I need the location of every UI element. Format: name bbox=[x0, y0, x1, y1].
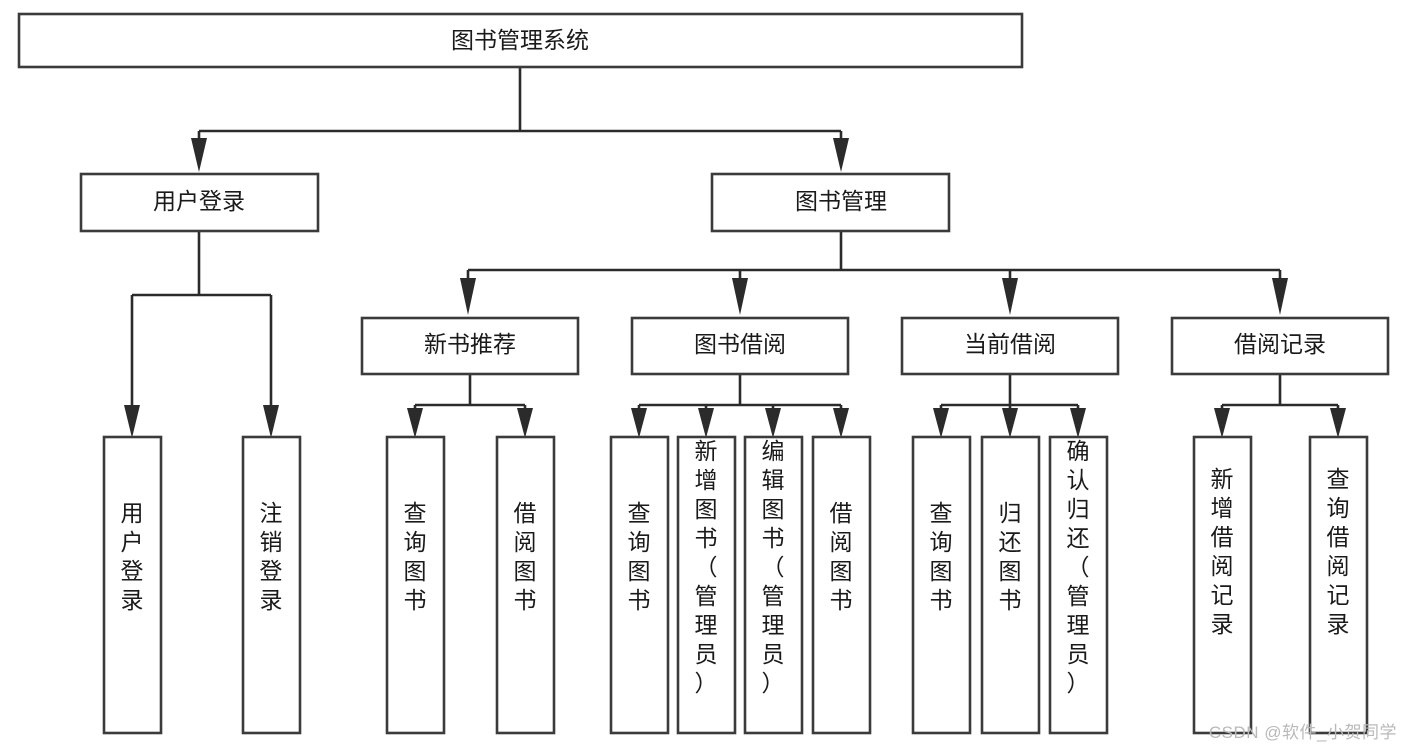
node-book-borrow-label: 图书借阅 bbox=[694, 331, 786, 357]
leaf-node[interactable]: 编辑图书（管理员） bbox=[743, 435, 804, 735]
node-borrow-record-label: 借阅记录 bbox=[1234, 331, 1326, 357]
leaf-node[interactable]: 确认归还（管理员） bbox=[1048, 435, 1109, 735]
node-current-borrow-label: 当前借阅 bbox=[964, 331, 1056, 357]
leaf-box[interactable] bbox=[385, 435, 446, 735]
leaf-box[interactable] bbox=[495, 435, 556, 735]
leaf-label: 查询图书 bbox=[628, 500, 651, 613]
leaf-box[interactable] bbox=[980, 435, 1041, 735]
connector-borrow-to-leaves bbox=[631, 374, 849, 438]
leaf-node[interactable]: 查询图书 bbox=[609, 435, 670, 735]
arrow-icon bbox=[124, 405, 140, 438]
node-user-login-box[interactable] bbox=[79, 172, 320, 233]
leaf-node[interactable]: 注销登录 bbox=[241, 435, 302, 735]
leaf-node[interactable]: 用户登录 bbox=[102, 435, 163, 735]
node-book-management-label: 图书管理 bbox=[795, 188, 887, 214]
arrow-icon bbox=[1002, 408, 1018, 438]
arrow-icon bbox=[933, 408, 949, 438]
arrow-icon bbox=[1002, 278, 1018, 315]
node-book-management[interactable]: 图书管理 bbox=[710, 172, 951, 233]
arrow-icon bbox=[732, 278, 748, 315]
connector-userlogin-to-leaves bbox=[124, 231, 279, 438]
node-user-login[interactable]: 用户登录 bbox=[79, 172, 320, 233]
leaf-label: 查询图书 bbox=[930, 500, 953, 613]
node-root-label: 图书管理系统 bbox=[451, 27, 589, 53]
leaf-box[interactable] bbox=[1048, 435, 1109, 735]
node-user-login-label: 用户登录 bbox=[153, 188, 245, 214]
node-book-borrow-box[interactable] bbox=[630, 316, 850, 376]
leaf-node[interactable]: 新增借阅记录 bbox=[1192, 435, 1253, 735]
leaf-box[interactable] bbox=[676, 435, 737, 735]
node-borrow-record[interactable]: 借阅记录 bbox=[1170, 316, 1390, 376]
connector-current-to-leaves bbox=[933, 374, 1086, 438]
leaf-label: 借阅图书 bbox=[514, 500, 537, 613]
leaf-node[interactable]: 新增图书（管理员） bbox=[676, 435, 737, 735]
leaf-node[interactable]: 查询借阅记录 bbox=[1308, 435, 1369, 735]
node-current-borrow-box[interactable] bbox=[900, 316, 1120, 376]
leaf-label: 新增图书（管理员） bbox=[695, 438, 718, 696]
node-book-management-box[interactable] bbox=[710, 172, 951, 233]
node-current-borrow[interactable]: 当前借阅 bbox=[900, 316, 1120, 376]
leaf-node[interactable]: 查询图书 bbox=[911, 435, 972, 735]
connector-record-to-leaves bbox=[1214, 374, 1346, 438]
connector-root-to-level2 bbox=[191, 67, 849, 172]
arrow-icon bbox=[1272, 278, 1288, 315]
leaf-label: 查询图书 bbox=[404, 500, 427, 613]
arrow-icon bbox=[1214, 408, 1230, 438]
leaf-box[interactable] bbox=[743, 435, 804, 735]
leaf-label: 编辑图书（管理员） bbox=[762, 438, 785, 696]
arrow-icon bbox=[833, 138, 849, 172]
leaf-node[interactable]: 借阅图书 bbox=[811, 435, 872, 735]
node-new-book-recommend-label: 新书推荐 bbox=[424, 331, 516, 357]
leaf-label: 用户登录 bbox=[121, 500, 144, 613]
arrow-icon bbox=[407, 408, 423, 438]
arrow-icon bbox=[1330, 408, 1346, 438]
arrow-icon bbox=[263, 405, 279, 438]
arrow-icon bbox=[517, 408, 533, 438]
leaf-box[interactable] bbox=[609, 435, 670, 735]
leaf-label: 借阅图书 bbox=[830, 500, 853, 613]
node-root[interactable]: 图书管理系统 bbox=[17, 12, 1024, 69]
leaf-label: 归还图书 bbox=[999, 500, 1022, 613]
arrow-icon bbox=[833, 408, 849, 438]
node-new-book-recommend-box[interactable] bbox=[360, 316, 580, 376]
leaf-box[interactable] bbox=[811, 435, 872, 735]
leaf-box[interactable] bbox=[1308, 435, 1369, 735]
arrow-icon bbox=[1070, 408, 1086, 438]
arrow-icon bbox=[631, 408, 647, 438]
arrow-icon bbox=[460, 278, 476, 315]
leaf-box[interactable] bbox=[241, 435, 302, 735]
leaf-node[interactable]: 归还图书 bbox=[980, 435, 1041, 735]
node-new-book-recommend[interactable]: 新书推荐 bbox=[360, 316, 580, 376]
arrow-icon bbox=[191, 138, 207, 172]
leaf-label: 查询借阅记录 bbox=[1327, 466, 1350, 637]
leaf-label: 新增借阅记录 bbox=[1211, 466, 1234, 637]
arrow-icon bbox=[765, 408, 781, 438]
leaf-label: 确认归还（管理员） bbox=[1067, 438, 1090, 696]
leaf-box[interactable] bbox=[911, 435, 972, 735]
node-root-box[interactable] bbox=[17, 12, 1024, 69]
leaf-node[interactable]: 借阅图书 bbox=[495, 435, 556, 735]
node-book-borrow[interactable]: 图书借阅 bbox=[630, 316, 850, 376]
leaf-label: 注销登录 bbox=[260, 500, 283, 613]
leaf-box[interactable] bbox=[1192, 435, 1253, 735]
node-borrow-record-box[interactable] bbox=[1170, 316, 1390, 376]
connector-bookmgmt-to-level3 bbox=[460, 231, 1288, 315]
leaf-node[interactable]: 查询图书 bbox=[385, 435, 446, 735]
leaf-box[interactable] bbox=[102, 435, 163, 735]
connector-newbook-to-leaves bbox=[407, 374, 533, 438]
arrow-icon bbox=[698, 408, 714, 438]
